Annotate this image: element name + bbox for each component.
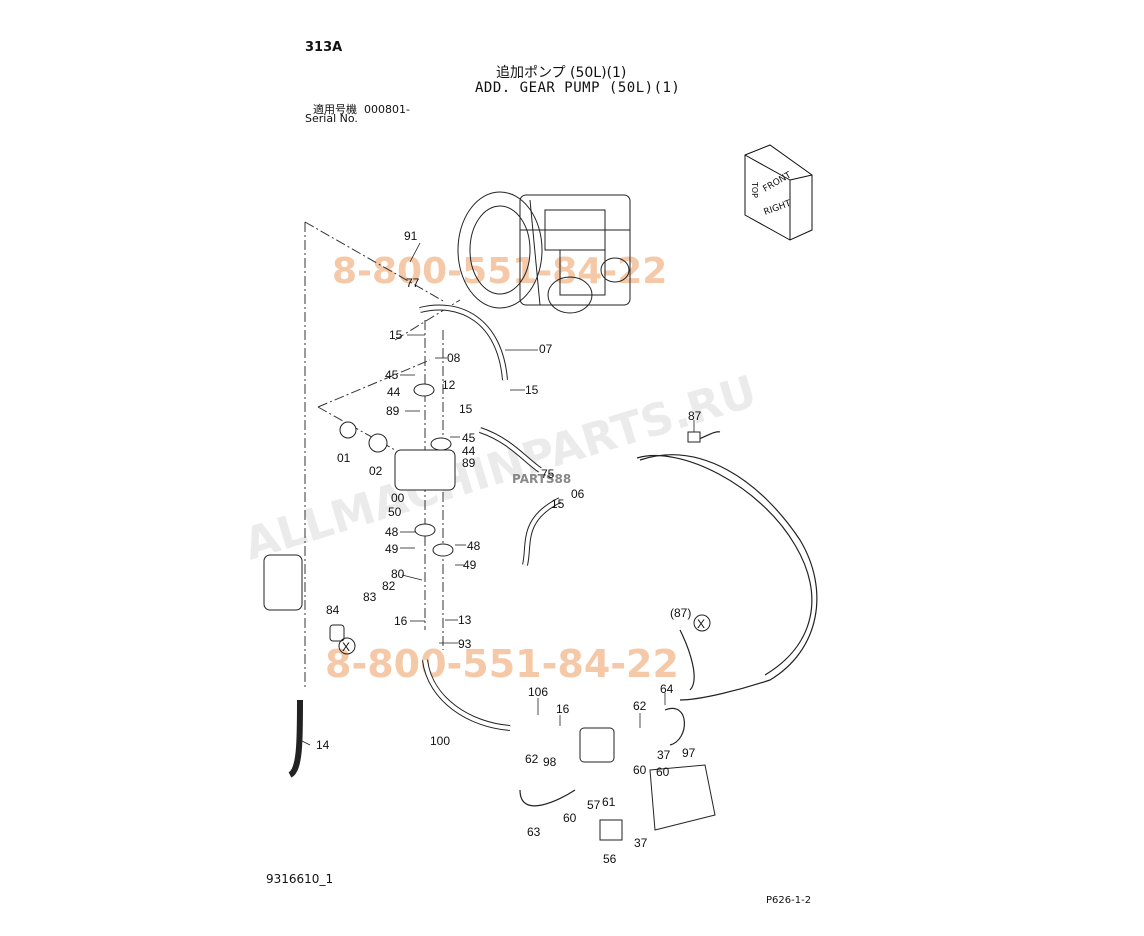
bracket-97 (649, 764, 716, 831)
callout-77: 77 (406, 276, 420, 290)
watermark-phone-bottom: 8-800-551-84-22 (325, 642, 679, 686)
callout-50: 50 (388, 505, 402, 519)
title-japanese: 追加ポンプ (50L)(1) (496, 65, 627, 81)
callout-106: 106 (528, 685, 548, 699)
callout-98: 98 (543, 755, 557, 769)
document-number: 9316610_1 (266, 872, 334, 886)
callout-82: 82 (382, 579, 396, 593)
block-56 (599, 819, 623, 841)
callout-08: 08 (447, 351, 461, 365)
callout-89: 89 (386, 404, 400, 418)
callout-07: 07 (539, 342, 553, 356)
callout-89: 89 (462, 456, 476, 470)
watermark-site: ALLMACHINPARTS.RU (238, 366, 762, 570)
orientation-front: FRONT (762, 170, 794, 194)
x-markers: X X (338, 614, 711, 655)
callout-57: 57 (587, 798, 601, 812)
callout-15: 15 (459, 402, 473, 416)
callout-60: 60 (563, 811, 577, 825)
title-english: ADD. GEAR PUMP (50L)(1) (475, 80, 681, 96)
callout-91: 91 (404, 229, 418, 243)
callout-97: 97 (682, 746, 696, 760)
hoses-inner (419, 305, 561, 730)
callout-15: 15 (551, 497, 565, 511)
callout-14: 14 (316, 738, 330, 752)
callout-64: 64 (660, 682, 674, 696)
callout-37: 37 (634, 836, 648, 850)
callout-87: 87 (688, 409, 702, 423)
callout-63: 63 (527, 825, 541, 839)
callout-80: 80 (391, 567, 405, 581)
flange-44a (413, 383, 435, 397)
callout-15: 15 (389, 328, 403, 342)
gear-pump-body (394, 449, 456, 491)
callout-56: 56 (603, 852, 617, 866)
callout-16: 16 (394, 614, 408, 628)
callout-12: 12 (442, 378, 456, 392)
callout-60: 60 (656, 765, 670, 779)
callout-100: 100 (430, 734, 450, 748)
callout-00: 00 (391, 491, 405, 505)
serial-label-jp: 適用号機 000801- (313, 101, 410, 117)
filter-assembly (263, 554, 303, 611)
x-marker-right-label: X (697, 617, 705, 631)
component-outlines (263, 383, 716, 841)
page-code: 313A (305, 40, 343, 55)
watermark-logo: PARTS88 (512, 472, 571, 486)
serial-value: 000801- (364, 103, 410, 116)
x-marker-left-label: X (342, 640, 350, 654)
callout-labels: 91 77 15 08 07 45 12 15 44 15 89 87 45 4… (316, 229, 702, 866)
callout-62: 62 (633, 699, 647, 713)
callout-87-ref: (87) (670, 606, 691, 620)
callout-45: 45 (385, 368, 399, 382)
leader-lines (299, 242, 695, 746)
callout-48: 48 (385, 525, 399, 539)
coupling-01 (339, 421, 357, 439)
callout-01: 01 (337, 451, 351, 465)
callout-60: 60 (633, 763, 647, 777)
callout-37: 37 (657, 748, 671, 762)
callout-06: 06 (571, 487, 585, 501)
watermark-phone-top: 8-800-551-84-22 (332, 251, 667, 292)
flange-44b (430, 437, 452, 451)
callout-15: 15 (525, 383, 539, 397)
serial-label-en: Serial No. (305, 112, 358, 125)
orientation-right: RIGHT (763, 199, 793, 218)
x-marker-right (693, 614, 711, 632)
callout-02: 02 (369, 464, 383, 478)
callout-48: 48 (467, 539, 481, 553)
serial-label-jp-text: 適用号機 (313, 103, 357, 116)
main-pump-illustration (457, 191, 631, 314)
seal-02 (368, 433, 388, 453)
flange-48a (414, 523, 436, 537)
callout-62: 62 (525, 752, 539, 766)
x-marker-left (338, 637, 356, 655)
callout-93: 93 (458, 637, 472, 651)
callout-49: 49 (463, 558, 477, 572)
callout-61: 61 (602, 795, 616, 809)
callout-84: 84 (326, 603, 340, 617)
sheet-reference: P626-1-2 (766, 895, 812, 906)
flange-48b (432, 543, 454, 557)
orientation-indicator: TOP FRONT RIGHT (744, 144, 813, 241)
callout-83: 83 (363, 590, 377, 604)
callout-13: 13 (458, 613, 472, 627)
solenoid-valve (579, 727, 615, 763)
orientation-top: TOP (750, 181, 759, 198)
callout-44: 44 (387, 385, 401, 399)
callout-49: 49 (385, 542, 399, 556)
connector-87 (687, 431, 701, 443)
callout-45: 45 (462, 431, 476, 445)
callout-44: 44 (462, 444, 476, 458)
callout-75: 75 (541, 467, 555, 481)
callout-16: 16 (556, 702, 570, 716)
part-84 (329, 624, 345, 642)
